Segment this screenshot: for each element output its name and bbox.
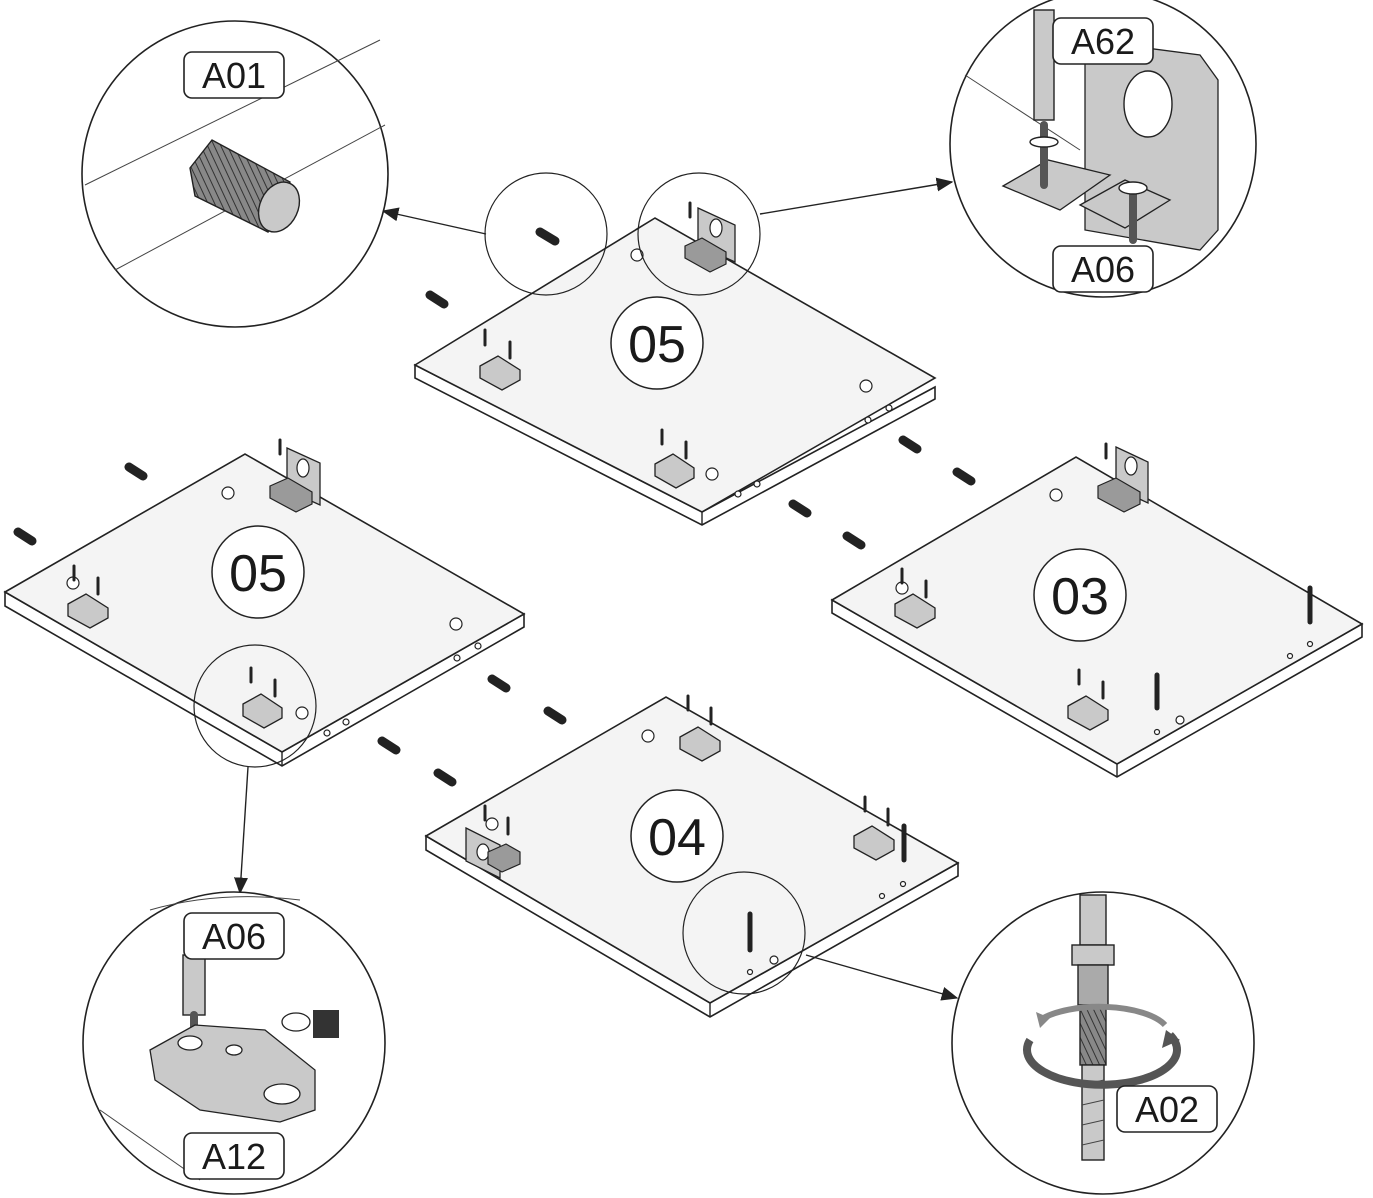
panel-number-top: 05	[628, 316, 686, 374]
tag-a62: A62	[1052, 17, 1154, 65]
tag-a01: A01	[183, 51, 285, 99]
tag-a02: A02	[1116, 1085, 1218, 1133]
svg-text:A01: A01	[202, 55, 266, 96]
svg-text:A62: A62	[1071, 21, 1135, 62]
svg-text:A06: A06	[202, 916, 266, 957]
panel-label-bottom: 04	[630, 789, 724, 883]
svg-text:A06: A06	[1071, 249, 1135, 290]
zoom-dowel	[81, 20, 389, 328]
panel-label-top: 05	[610, 296, 704, 390]
panel-number-left: 05	[229, 545, 287, 603]
panel-number-right: 03	[1051, 568, 1109, 626]
callouts	[193, 172, 959, 1001]
tag-a06-bracket: A06	[1052, 245, 1154, 293]
zoom-cam-bolt	[951, 891, 1255, 1195]
zoom-bracket	[949, 0, 1257, 298]
zoom-hinge	[82, 891, 386, 1195]
panel-label-right: 03	[1033, 548, 1127, 642]
svg-text:A12: A12	[202, 1136, 266, 1177]
svg-text:A02: A02	[1135, 1089, 1199, 1130]
panel-label-left: 05	[211, 525, 305, 619]
tag-a06-hinge: A06	[183, 912, 285, 960]
panel-number-bottom: 04	[648, 809, 706, 867]
dowels	[13, 227, 976, 787]
tag-a12: A12	[183, 1132, 285, 1180]
